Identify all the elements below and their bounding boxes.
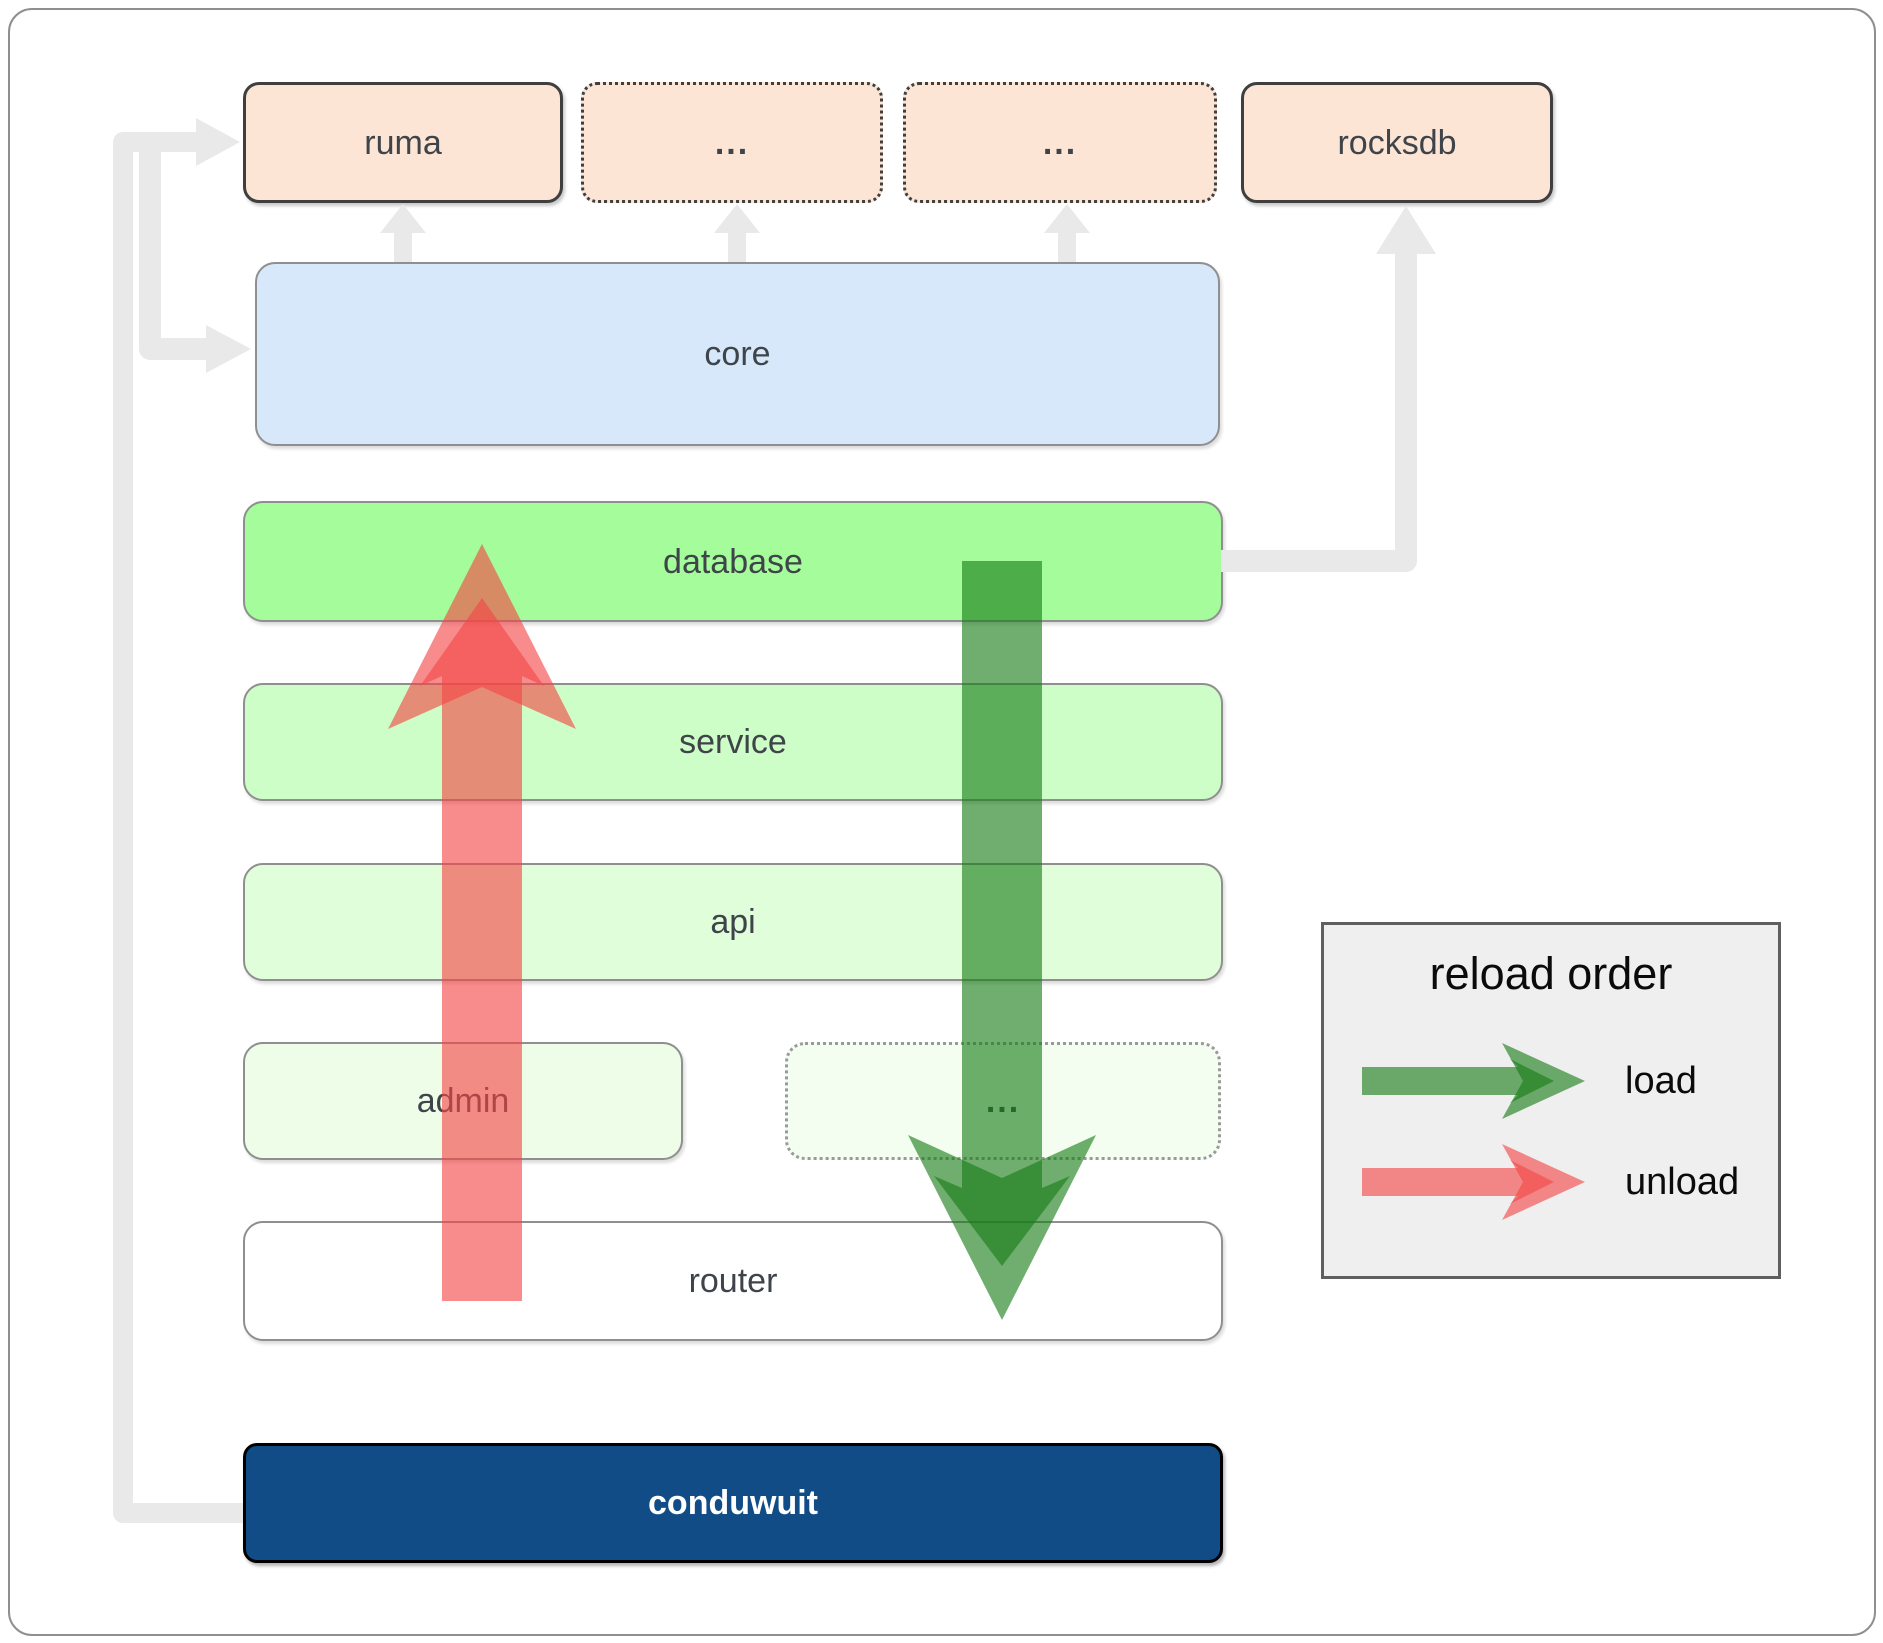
node-ruma-label: ruma [364, 123, 442, 162]
node-admin-label: admin [416, 1082, 510, 1120]
node-service-label: service [679, 723, 787, 761]
node-conduwuit-label: conduwuit [648, 1484, 818, 1522]
node-rocksdb-label: rocksdb [1337, 123, 1457, 162]
node-dependency-ellipsis-1-label: ... [714, 123, 750, 162]
node-dependency-ellipsis-1: ... [581, 82, 883, 203]
node-admin-ellipsis-label: ... [985, 1082, 1021, 1120]
node-admin-ellipsis: ... [785, 1042, 1221, 1160]
node-admin: admin [243, 1042, 683, 1160]
node-dependency-ellipsis-2: ... [903, 82, 1217, 203]
node-ruma: ruma [243, 82, 563, 203]
legend-load-label: load [1625, 1060, 1697, 1102]
node-api-label: api [710, 903, 756, 941]
node-rocksdb: rocksdb [1241, 82, 1553, 203]
node-service: service [243, 683, 1223, 801]
node-database-label: database [663, 542, 803, 581]
legend-title: reload order [1429, 948, 1673, 999]
node-conduwuit: conduwuit [243, 1443, 1223, 1563]
node-core: core [255, 262, 1220, 446]
node-database: database [243, 501, 1223, 622]
node-api: api [243, 863, 1223, 981]
node-core-label: core [704, 335, 771, 373]
outer-frame [8, 8, 1876, 1636]
node-router: router [243, 1221, 1223, 1341]
node-router-label: router [688, 1262, 778, 1300]
legend-unload-label: unload [1625, 1161, 1740, 1203]
node-dependency-ellipsis-2-label: ... [1042, 123, 1078, 162]
